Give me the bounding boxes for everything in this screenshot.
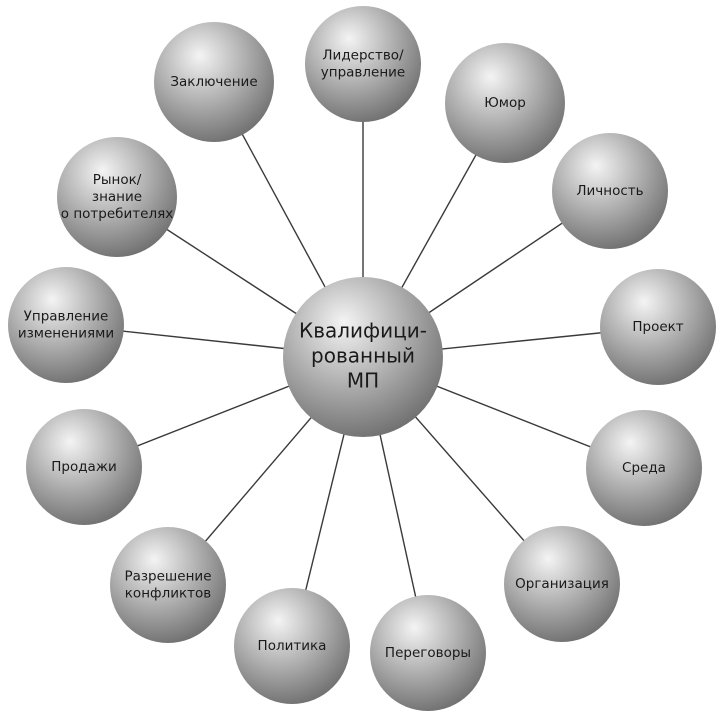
node-negotiations: Переговоры (370, 595, 486, 711)
node-market-knowledge-label-line: Рынок/ (93, 172, 142, 188)
node-conflict-resolution-label-line: конфликтов (125, 586, 211, 602)
center-node-label-line: МП (347, 369, 379, 393)
center-node-label-line: рованный (311, 344, 415, 368)
node-leadership: Лидерство/управление (305, 6, 421, 122)
node-change-management-label-line: Управление (24, 309, 109, 325)
node-humor: Юмор (445, 43, 565, 163)
node-project: Проект (600, 269, 716, 385)
node-politics: Политика (234, 588, 350, 704)
node-sales: Продажи (26, 409, 142, 525)
node-change-management-label-line: изменениями (18, 326, 114, 342)
node-negotiations-sphere (370, 595, 486, 711)
node-conclusion: Заключение (154, 22, 274, 142)
node-leadership-label-line: управление (321, 65, 405, 81)
node-change-management-sphere (8, 267, 124, 383)
node-politics-label-line: Политика (258, 638, 327, 654)
node-market-knowledge-label-line: о потребителях (61, 206, 173, 222)
node-humor-label-line: Юмор (484, 95, 526, 111)
node-politics-sphere (234, 588, 350, 704)
center-node-label-line: Квалифици- (299, 319, 427, 343)
center-node-sphere (283, 277, 443, 437)
node-conflict-resolution-label-line: Разрешение (124, 569, 211, 585)
node-sales-sphere (26, 409, 142, 525)
node-environment-sphere (586, 410, 702, 526)
node-personality-label-line: Личность (576, 183, 643, 199)
node-environment-label-line: Среда (622, 460, 666, 476)
node-humor-sphere (445, 43, 565, 163)
node-organization-sphere (504, 526, 620, 642)
node-negotiations-label-line: Переговоры (385, 645, 471, 661)
node-organization-label-line: Организация (515, 576, 609, 592)
node-project-label-line: Проект (632, 319, 683, 335)
node-project-sphere (600, 269, 716, 385)
node-conflict-resolution-sphere (110, 527, 226, 643)
node-market-knowledge-label-line: знание (92, 189, 142, 205)
node-sales-label-line: Продажи (51, 459, 117, 475)
node-organization: Организация (504, 526, 620, 642)
nodes: Лидерство/управлениеЮморЛичностьПроектСр… (8, 6, 716, 711)
node-market-knowledge-sphere (57, 137, 177, 257)
node-leadership-sphere (305, 6, 421, 122)
node-environment: Среда (586, 410, 702, 526)
node-conclusion-label-line: Заключение (170, 74, 257, 90)
node-leadership-label-line: Лидерство/ (322, 48, 404, 64)
node-conclusion-sphere (154, 22, 274, 142)
node-personality-sphere (552, 133, 668, 249)
node-personality: Личность (552, 133, 668, 249)
